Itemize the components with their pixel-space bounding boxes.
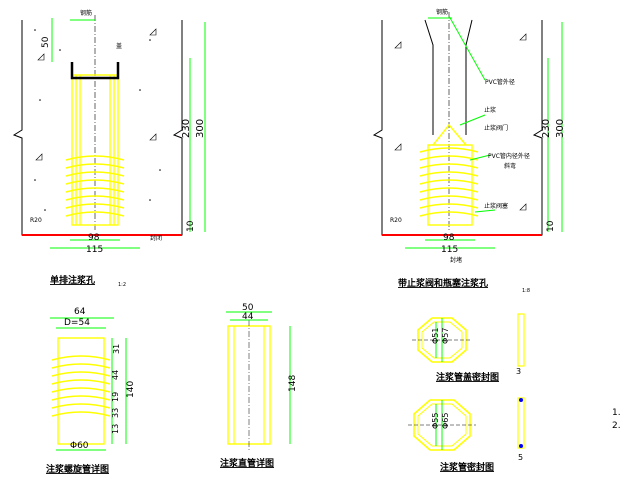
cap-bottom-octagon — [413, 399, 471, 451]
right-hole-view: 230 300 10 98 115 钢筋 PVC管外径 止浆 止浆阀门 PVC管… — [372, 8, 566, 294]
straight-pipe-view: 50 44 148 注浆直管详图 — [220, 303, 298, 469]
dim-inner-width-right: 98 — [443, 233, 455, 243]
notes-block: 1. 2. — [612, 408, 621, 431]
spiral-pipe-rings — [51, 355, 111, 417]
label-side: 封闭 — [150, 234, 162, 242]
cap-bottom-dims — [435, 400, 443, 450]
concrete-hatch-right — [394, 33, 527, 211]
label-b: 止浆阀门 — [484, 124, 508, 132]
left-hole-title: 单排注浆孔 — [50, 274, 95, 286]
label-r20-right: R20 — [390, 217, 402, 224]
pipe-body-right — [427, 144, 473, 226]
upper-plug — [424, 19, 473, 135]
left-hole-view: 50 230 300 10 98 115 钢筋 盖 R20 封闭 单排注浆孔 1… — [12, 9, 206, 288]
dim-top-label: 50 — [41, 36, 51, 48]
cap-bottom-dim-a: Φ55 — [431, 413, 440, 429]
straight-dim-height: 148 — [288, 375, 298, 392]
spiral-dim-19: 19 — [111, 392, 120, 402]
cap-top-octagon — [417, 317, 467, 363]
spiral-dim-13: 13 — [111, 424, 120, 434]
cap-bottom-side — [517, 397, 525, 449]
label-d: 止浆阀塞 — [484, 202, 508, 210]
label-r20: R20 — [30, 217, 42, 224]
dim-total-label: 300 — [195, 119, 206, 138]
dim-inner-width: 98 — [88, 233, 100, 243]
spiral-dim-top: 64 — [74, 307, 86, 317]
cap-top-view: Φ51 Φ57 3 注浆管盖密封图 — [412, 313, 525, 383]
dim-mid-label: 230 — [181, 119, 192, 138]
spiral-rings — [65, 155, 125, 217]
cap-top-side — [517, 313, 525, 367]
note-1: 1. — [612, 408, 621, 418]
spiral-pipe-dims — [50, 317, 127, 451]
cap-bottom-marker-top — [519, 398, 523, 402]
cap-top-inner — [421, 321, 463, 359]
dim-bottom-label: 10 — [186, 220, 196, 232]
right-hole-title: 带止浆阀和瓶塞注浆孔 — [398, 277, 488, 289]
left-hole-scale: 1:2 — [118, 282, 126, 288]
dim-outer-width: 115 — [86, 245, 103, 255]
valve-cone — [432, 123, 467, 146]
cap-bottom-dim-b: Φ65 — [441, 413, 450, 429]
right-dimension-lines — [405, 15, 563, 249]
concrete-outline-right — [372, 20, 543, 236]
cap-bottom-inner — [417, 403, 467, 447]
straight-pipe-dims — [226, 311, 291, 444]
right-hole-scale: 1:8 — [522, 288, 530, 294]
pipe-body — [71, 74, 119, 226]
spiral-pipe-body — [57, 337, 105, 445]
label-top-rebar: 钢筋 — [80, 9, 92, 17]
cap-top-dim-b: Φ57 — [441, 328, 450, 344]
left-dimension-lines — [50, 18, 206, 249]
spiral-pipe-title: 注浆螺旋管详图 — [46, 463, 109, 475]
concrete-hatch — [34, 28, 161, 211]
spiral-dim-44: 44 — [111, 370, 120, 380]
cap-bottom-marker-bottom — [519, 444, 523, 448]
label-top-right: 钢筋 — [436, 8, 448, 16]
dim-bottom-label-right: 10 — [546, 220, 556, 232]
straight-pipe-title: 注浆直管详图 — [220, 457, 274, 469]
spiral-dim-d: D=54 — [64, 318, 90, 328]
label-c: 斜弯 — [504, 162, 516, 170]
cap-bottom-dim-c: 5 — [518, 453, 523, 462]
spiral-pipe-view: 64 D=54 31 44 19 33 13 140 Φ60 注浆螺旋管详图 — [46, 307, 136, 475]
label-pvc2: PVC管内径外径 — [488, 152, 530, 160]
label-pvc1: PVC管外径 — [485, 78, 515, 86]
concrete-outline — [12, 20, 183, 236]
cap-top-dim-a: Φ51 — [431, 328, 440, 344]
cap-top-title: 注浆管盖密封图 — [436, 371, 499, 383]
straight-dim-inner: 44 — [242, 312, 254, 322]
spiral-dim-31: 31 — [112, 344, 121, 354]
pipe-cap — [70, 62, 120, 80]
label-a: 止浆 — [484, 106, 496, 114]
spiral-rings-right — [419, 147, 479, 217]
cap-top-dim-c: 3 — [516, 367, 521, 376]
cap-bottom-view: Φ55 Φ65 5 注浆管密封图 — [408, 397, 525, 473]
dim-total-label-right: 300 — [555, 119, 566, 138]
dim-mid-label-right: 230 — [541, 119, 552, 138]
spiral-dim-total: 140 — [126, 381, 136, 398]
label-cap: 盖 — [116, 42, 122, 50]
spiral-dim-bottom: Φ60 — [70, 441, 89, 451]
label-bottom-right: 封堵 — [450, 256, 462, 264]
cap-top-dims — [435, 318, 443, 362]
dim-outer-width-right: 115 — [441, 245, 458, 255]
note-2: 2. — [612, 421, 621, 431]
spiral-dim-33: 33 — [111, 408, 120, 418]
straight-dim-outer: 50 — [242, 303, 254, 313]
cap-bottom-title: 注浆管密封图 — [440, 461, 494, 473]
